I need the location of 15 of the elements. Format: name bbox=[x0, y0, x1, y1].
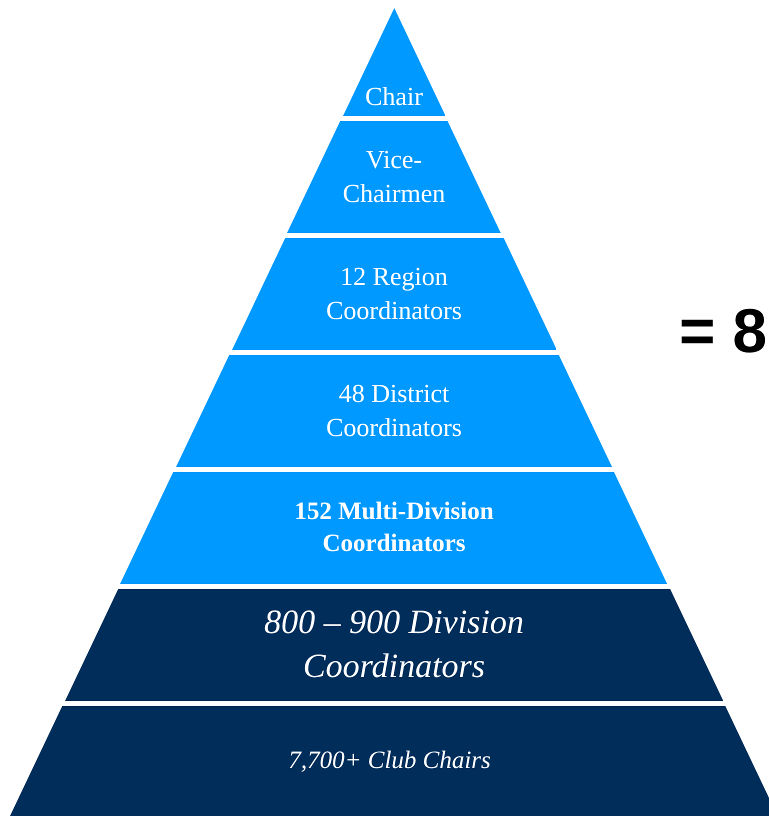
tier-label: 12 Region Coordinators bbox=[325, 261, 463, 327]
total-label: = 8 bbox=[679, 296, 767, 368]
tier-label: Chair bbox=[365, 81, 423, 114]
tier-label: 48 District Coordinators bbox=[325, 378, 463, 444]
pyramid-tier bbox=[232, 238, 556, 350]
tier-label: 152 Multi-Division Coordinators bbox=[293, 496, 495, 559]
pyramid-tier bbox=[176, 355, 612, 467]
tier-label: 800 – 900 Division Coordinators bbox=[263, 602, 525, 687]
pyramid-tier bbox=[287, 121, 501, 233]
tier-label: 7,700+ Club Chairs bbox=[288, 746, 491, 776]
pyramid-tier bbox=[342, 8, 446, 116]
pyramid-tier bbox=[64, 589, 724, 701]
tier-label: Vice- Chairmen bbox=[342, 144, 446, 210]
pyramid-tier bbox=[120, 472, 668, 584]
pyramid-tier bbox=[10, 706, 769, 816]
